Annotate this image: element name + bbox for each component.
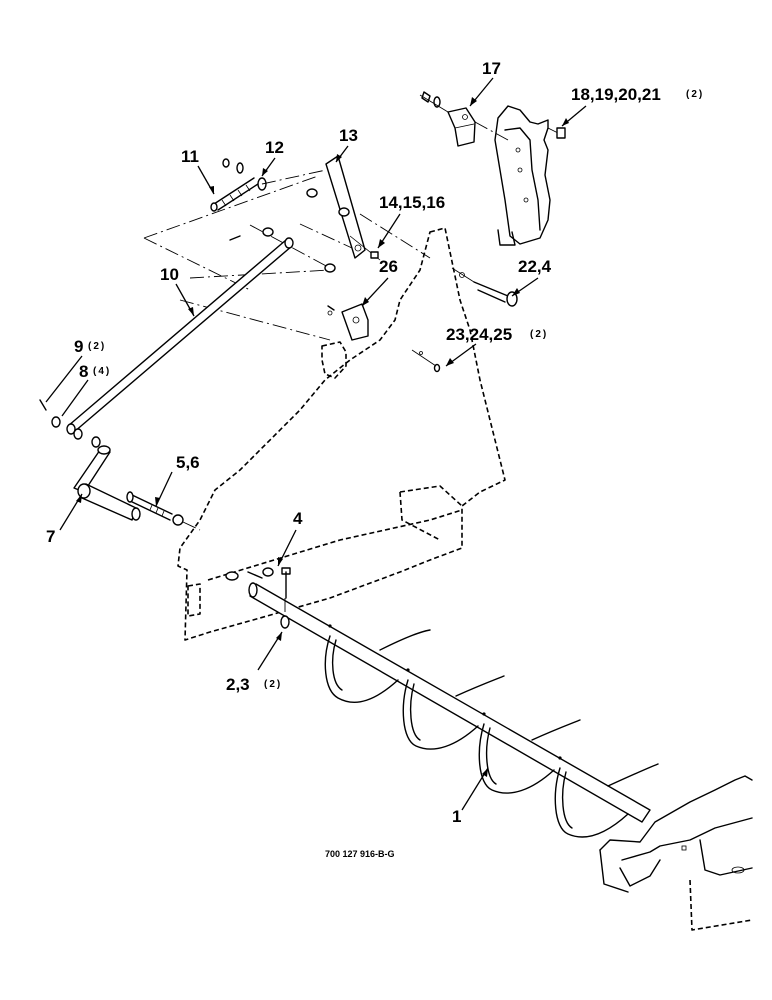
leader-lines [45, 77, 587, 811]
part-12-bushing [222, 158, 267, 191]
part-2-3-bolt [280, 598, 290, 629]
part-5-6-bolt [126, 491, 201, 531]
drawing-number: 700 127 916-B-G [325, 849, 395, 859]
part-8-9-washers [39, 399, 101, 448]
part-10-rod [66, 237, 294, 435]
part-17-clip [447, 107, 476, 147]
part-14-16-bolt [349, 235, 381, 261]
frame-mount-outline [321, 341, 347, 379]
callout-18-19-20-21-qty: (2) [686, 89, 704, 100]
washers-13 [229, 188, 350, 273]
callout-22-4: 22,4 [518, 257, 552, 276]
callout-5-6: 5,6 [176, 453, 200, 472]
callout-18-19-20-21: 18,19,20,21 [571, 85, 661, 104]
part-18-21-bolt [547, 127, 566, 139]
part-1-tine-tube [248, 582, 651, 823]
callout-8-qty: (4) [93, 366, 111, 377]
callout-23-24-25-qty: (2) [530, 329, 548, 340]
part-26-plate [327, 303, 369, 341]
tines [324, 629, 659, 838]
leader-arrowheads [76, 97, 569, 777]
part-4-bolt [225, 567, 291, 599]
callout-12: 12 [265, 138, 284, 157]
callout-8: 8 [79, 362, 88, 381]
callout-10: 10 [160, 265, 179, 284]
callout-9-qty: (2) [88, 341, 106, 352]
construction-lines [143, 169, 431, 341]
part-13-link [325, 155, 366, 259]
callout-2-3-qty: (2) [264, 679, 282, 690]
part-11-spring [210, 177, 259, 212]
part-22-bolt [451, 267, 518, 307]
part-23-25-bolt [411, 349, 441, 373]
part-17-hardware [419, 91, 509, 141]
upper-mount-bracket [494, 105, 551, 246]
callout-14-15-16: 14,15,16 [379, 193, 445, 212]
callout-17: 17 [482, 59, 501, 78]
header-frame-outline [177, 227, 506, 641]
callout-2-3: 2,3 [226, 675, 250, 694]
callout-23-24-25: 23,24,25 [446, 325, 512, 344]
callout-7: 7 [46, 527, 55, 546]
callout-labels: 17 18,19,20,21 (2) 11 12 13 14,15,16 26 … [46, 59, 704, 826]
callout-9: 9 [74, 337, 83, 356]
part-7-crank [73, 445, 141, 521]
header-side-sheet [599, 775, 753, 931]
callout-13: 13 [339, 126, 358, 145]
callout-4: 4 [293, 509, 303, 528]
callout-1: 1 [452, 807, 461, 826]
callout-11: 11 [181, 147, 199, 166]
callout-26: 26 [379, 257, 398, 276]
